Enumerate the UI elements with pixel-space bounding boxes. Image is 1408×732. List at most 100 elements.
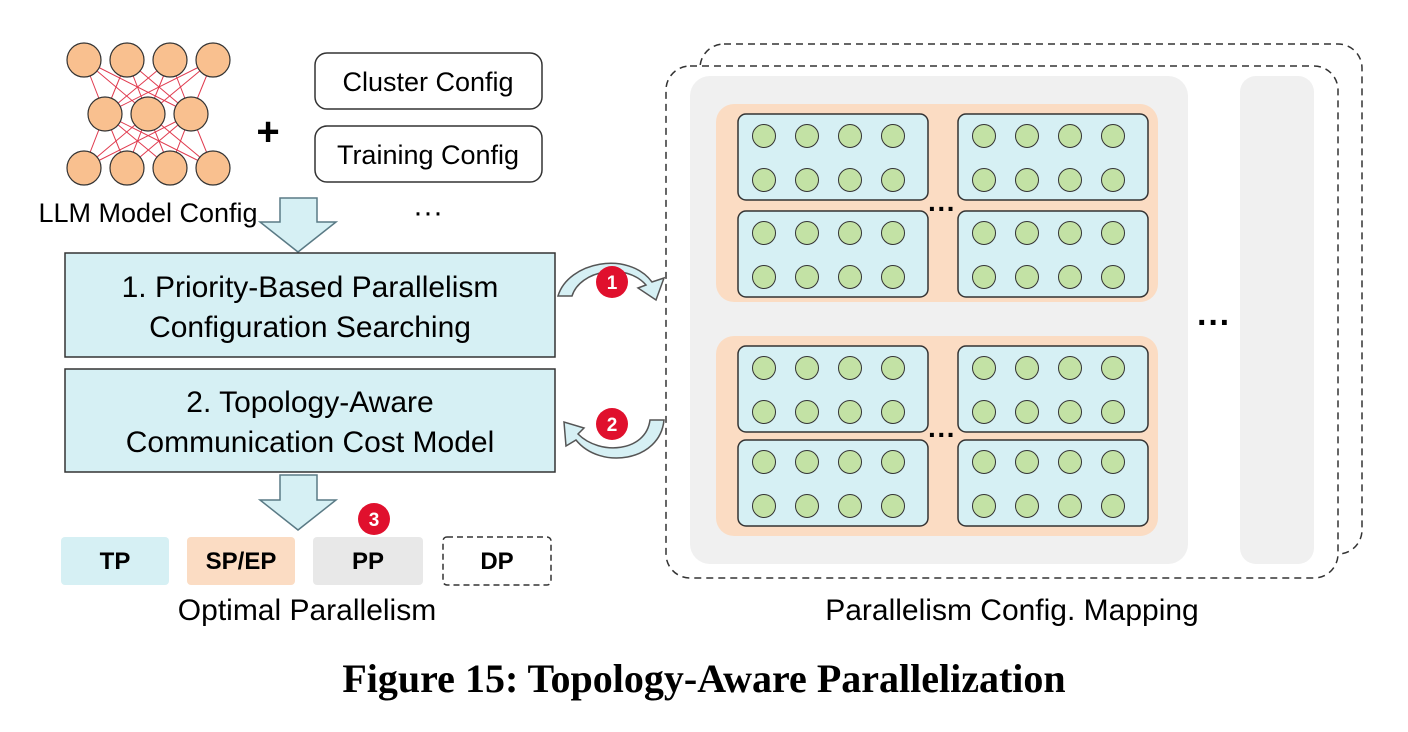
gpu-node	[752, 265, 776, 289]
feedback-arrow-icon	[563, 419, 665, 459]
gpu-node	[1015, 356, 1039, 380]
cluster-config-label: Cluster Config	[342, 67, 513, 97]
gpu-node	[972, 400, 996, 424]
gpu-node	[795, 221, 819, 245]
gpu-node	[1058, 450, 1082, 474]
gpu-node	[1058, 356, 1082, 380]
down-arrow-icon	[257, 474, 339, 531]
gpu-node	[838, 124, 862, 148]
gpu-node	[752, 494, 776, 518]
side-ellipsis: ···	[1197, 304, 1231, 342]
gpu-node	[795, 124, 819, 148]
gpu-node	[1101, 168, 1125, 192]
gpu-node	[795, 450, 819, 474]
gpu-node	[752, 124, 776, 148]
gpu-node	[1101, 221, 1125, 245]
gpu-node	[1015, 265, 1039, 289]
network-node	[109, 150, 145, 186]
cluster-config-box	[314, 52, 543, 110]
mapping-label: Parallelism Config. Mapping	[825, 594, 1199, 627]
marker-3	[358, 503, 390, 535]
step2-line1: 2. Topology-Aware	[186, 386, 433, 419]
tp-server-box	[957, 439, 1149, 527]
network-node	[195, 42, 231, 78]
gpu-node	[1015, 450, 1039, 474]
model-config-label: LLM Model Config	[38, 198, 257, 228]
network-node	[173, 96, 209, 132]
gpu-node	[838, 265, 862, 289]
gpu-node	[795, 168, 819, 192]
gpu-grid	[716, 104, 1158, 536]
step1-line1: 1. Priority-Based Parallelism	[122, 271, 499, 304]
inner-ellipsis-1: ···	[928, 193, 956, 224]
gpu-node	[1101, 494, 1125, 518]
gpu-node	[972, 221, 996, 245]
gpu-node	[1101, 400, 1125, 424]
gpu-node	[1058, 221, 1082, 245]
inner-ellipsis-2: ···	[928, 419, 956, 450]
gpu-node	[752, 400, 776, 424]
pp-label: PP	[352, 548, 384, 575]
gpu-node	[752, 450, 776, 474]
marker-2-label: 2	[607, 415, 618, 436]
network-node	[130, 96, 166, 132]
tp-box	[61, 537, 169, 585]
tp-label: TP	[100, 548, 131, 575]
dp-label: DP	[480, 548, 513, 575]
plus-sign: +	[256, 110, 279, 154]
gpu-node	[795, 265, 819, 289]
tp-server-box	[957, 113, 1149, 201]
tp-server-box	[957, 210, 1149, 298]
gpu-node	[881, 265, 905, 289]
gpu-node	[1058, 168, 1082, 192]
gpu-node	[972, 494, 996, 518]
gpu-node	[1058, 265, 1082, 289]
node-group-panel-2	[1240, 76, 1314, 564]
gpu-node	[838, 494, 862, 518]
network-edge	[83, 113, 192, 169]
gpu-node	[752, 168, 776, 192]
gpu-node	[1015, 400, 1039, 424]
llm-network-icon	[66, 42, 231, 186]
gpu-node	[972, 450, 996, 474]
marker-3-label: 3	[369, 510, 380, 531]
gpu-node	[838, 400, 862, 424]
gpu-node	[972, 124, 996, 148]
gpu-node	[881, 221, 905, 245]
network-node	[66, 42, 102, 78]
tp-server-box	[737, 113, 929, 201]
step2-line2: Communication Cost Model	[126, 426, 494, 459]
pp-box	[313, 537, 423, 585]
gpu-node	[838, 356, 862, 380]
gpu-node	[752, 221, 776, 245]
gpu-node	[1058, 124, 1082, 148]
gpu-node	[1101, 265, 1125, 289]
network-node	[152, 42, 188, 78]
optimal-parallelism-label: Optimal Parallelism	[178, 594, 436, 627]
gpu-node	[881, 494, 905, 518]
network-node	[87, 96, 123, 132]
gpu-node	[881, 124, 905, 148]
network-node	[109, 42, 145, 78]
network-node	[152, 150, 188, 186]
gpu-node	[972, 265, 996, 289]
figure-caption: Figure 15: Topology-Aware Parallelizatio…	[342, 656, 1065, 701]
gpu-node	[1015, 221, 1039, 245]
gpu-node	[1015, 124, 1039, 148]
training-config-box	[314, 125, 543, 183]
tp-server-box	[737, 439, 929, 527]
network-node	[195, 150, 231, 186]
gpu-node	[795, 356, 819, 380]
gpu-node	[881, 400, 905, 424]
dp-box	[442, 536, 552, 586]
gpu-node	[795, 494, 819, 518]
gpu-node	[1015, 168, 1039, 192]
sp-ep-box	[187, 537, 295, 585]
marker-1	[596, 266, 628, 298]
network-edge	[104, 59, 214, 115]
training-config-label: Training Config	[337, 140, 519, 170]
step1-box	[64, 252, 556, 358]
gpu-node	[838, 168, 862, 192]
gpu-node	[881, 356, 905, 380]
